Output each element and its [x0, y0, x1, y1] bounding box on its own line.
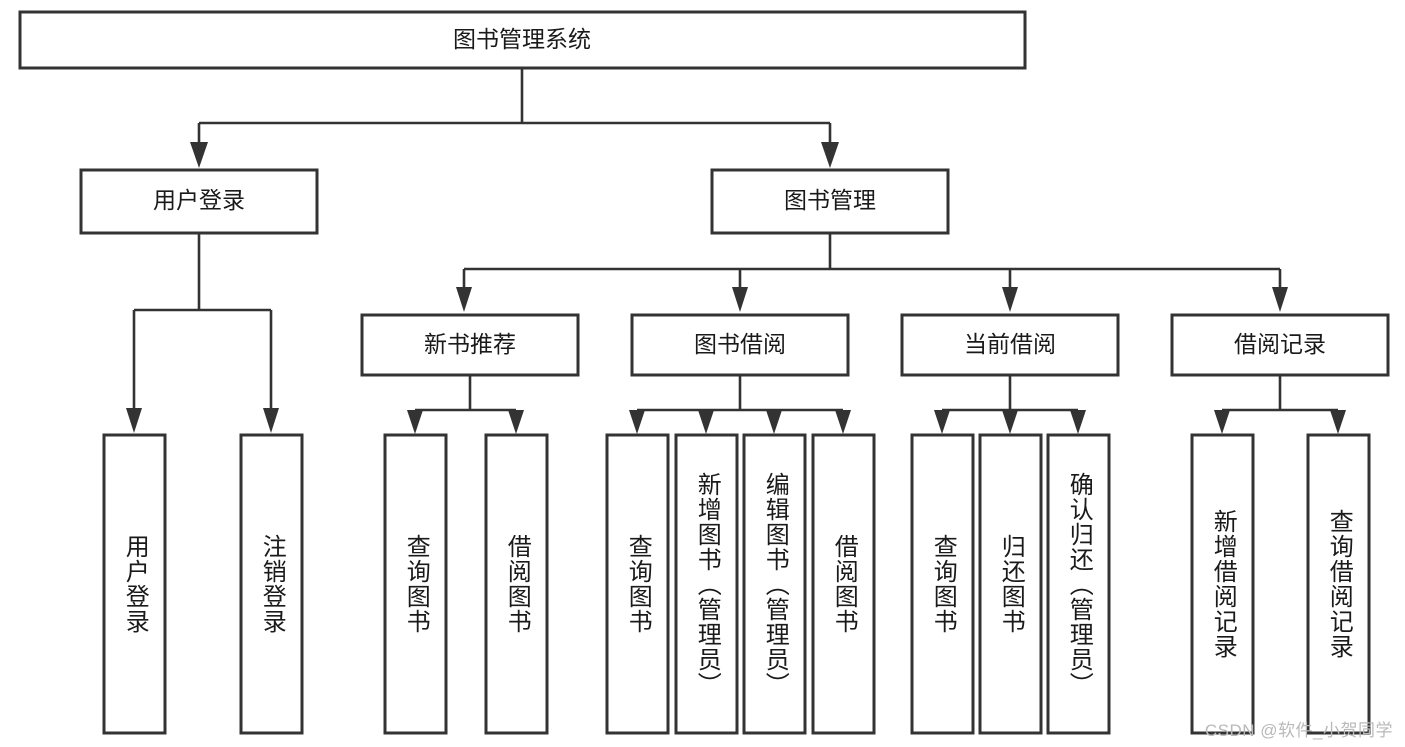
- leaf-box-query-book-3[interactable]: [910, 433, 975, 735]
- leaf-box-user-login[interactable]: [102, 433, 167, 735]
- node-book-manage-label: 图书管理: [784, 187, 876, 213]
- arrow-head-leaf-query-book-2: [629, 410, 645, 434]
- connector-group-user-login: [126, 233, 279, 433]
- arrow-head-book-manage: [821, 142, 839, 168]
- connector-group-borrow-record: [1214, 375, 1346, 434]
- arrow-head-leaf-confirm-return: [1070, 410, 1086, 434]
- arrow-head-leaf-return-book: [1002, 410, 1018, 434]
- leaf-box-query-record[interactable]: [1306, 433, 1371, 735]
- arrow-head-leaf-logout: [263, 408, 279, 433]
- connector-group-root: [190, 68, 839, 168]
- arrow-head-leaf-user-login: [126, 408, 142, 433]
- node-new-book-recommend[interactable]: 新书推荐: [360, 313, 580, 377]
- arrow-head-user-login: [190, 142, 208, 168]
- leaf-box-add-record[interactable]: [1190, 433, 1255, 735]
- arrow-head-new-book-recommend: [456, 287, 472, 312]
- leaf-box-query-book-1[interactable]: [383, 433, 448, 735]
- connector-group-book-borrow: [629, 375, 851, 434]
- node-book-borrow[interactable]: 图书借阅: [630, 313, 850, 377]
- connector-group-current-borrow: [934, 375, 1086, 434]
- arrow-head-leaf-query-record: [1330, 410, 1346, 434]
- node-current-borrow-label: 当前借阅: [964, 331, 1056, 357]
- node-user-login-label: 用户登录: [153, 187, 245, 213]
- leaf-box-confirm-return[interactable]: [1046, 433, 1111, 735]
- leaf-box-edit-book[interactable]: [742, 433, 807, 735]
- arrow-head-leaf-query-book-1: [407, 410, 423, 434]
- node-new-book-recommend-label: 新书推荐: [424, 331, 516, 357]
- arrow-head-leaf-add-book: [698, 410, 714, 434]
- arrow-head-leaf-borrow-book-1: [508, 410, 524, 434]
- node-root-label: 图书管理系统: [453, 26, 591, 52]
- node-root[interactable]: 图书管理系统: [18, 10, 1027, 70]
- leaf-box-return-book[interactable]: [978, 433, 1043, 735]
- arrow-head-current-borrow: [1002, 287, 1018, 312]
- node-borrow-record[interactable]: 借阅记录: [1170, 313, 1390, 377]
- connector-group-new-book-recommend: [407, 375, 524, 434]
- node-borrow-record-label: 借阅记录: [1234, 331, 1326, 357]
- node-new-book-recommend-box[interactable]: [360, 313, 580, 377]
- node-book-borrow-label: 图书借阅: [694, 331, 786, 357]
- node-user-login[interactable]: 用户登录: [79, 168, 319, 235]
- watermark-text: CSDN @软件_小贺同学: [1204, 721, 1393, 740]
- arrow-head-leaf-query-book-3: [934, 410, 950, 434]
- node-current-borrow-box[interactable]: [900, 313, 1120, 377]
- leaf-box-query-book-2[interactable]: [605, 433, 670, 735]
- node-book-manage[interactable]: 图书管理: [710, 168, 950, 235]
- leaf-box-group: [102, 433, 1371, 735]
- node-borrow-record-box[interactable]: [1170, 313, 1390, 377]
- connector-group-book-manage: [456, 233, 1288, 312]
- node-current-borrow[interactable]: 当前借阅: [900, 313, 1120, 377]
- leaf-box-logout[interactable]: [239, 433, 304, 735]
- arrow-head-leaf-borrow-book-2: [835, 410, 851, 434]
- node-root-box[interactable]: [18, 10, 1027, 70]
- node-book-borrow-box[interactable]: [630, 313, 850, 377]
- node-book-manage-box[interactable]: [710, 168, 950, 235]
- leaf-box-borrow-book-2[interactable]: [811, 433, 876, 735]
- leaf-box-borrow-book-1[interactable]: [484, 433, 549, 735]
- arrow-head-leaf-add-record: [1214, 410, 1230, 434]
- node-user-login-box[interactable]: [79, 168, 319, 235]
- arrow-head-book-borrow: [732, 287, 748, 312]
- leaf-box-add-book[interactable]: [674, 433, 739, 735]
- arrow-head-borrow-record: [1272, 287, 1288, 312]
- arrow-head-leaf-edit-book: [766, 410, 782, 434]
